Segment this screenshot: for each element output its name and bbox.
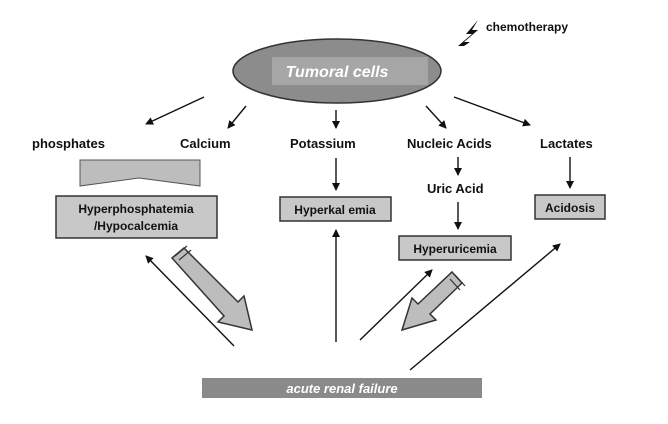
arrow-to-calcium [227,105,247,129]
nucleic-acids-label: Nucleic Acids [407,136,492,151]
acute-renal-failure-label: acute renal failure [286,381,397,396]
arrow-to-lactates [453,96,531,127]
acute-renal-failure-bar [202,378,482,398]
merge-chevron-shape [79,159,201,187]
lactates-label: Lactates [540,136,593,151]
calcium-label: Calcium [180,136,231,151]
tumoral-cells-inner-band [272,57,428,85]
hyperkalemia-label: Hyperkal emia [294,203,376,217]
hyperphosphatemia-label: Hyperphosphatemia [78,202,194,216]
tumoral-cells-label: Tumoral cells [286,64,389,81]
big-arrow-phosphate-to-renal [170,245,254,332]
potassium-label: Potassium [290,136,356,151]
arrow-renal-to-acidosis [409,243,561,371]
arrow-to-nucleic-acids [425,105,447,129]
hyperuricemia-box [398,235,512,261]
uric-acid-label: Uric Acid [427,181,484,196]
arrow-renal-to-hyperuricemia [359,269,433,341]
chemotherapy-label: chemotherapy [486,20,568,34]
hypocalcemia-label: /Hypocalcemia [94,219,178,233]
acidosis-box [534,194,606,220]
phosphates-label: phosphates [32,136,105,151]
hyperphosphatemia-box [55,195,218,239]
hyperkalemia-box [279,196,392,222]
acidosis-label: Acidosis [545,201,595,215]
lightning-bolt-icon [446,20,478,58]
arrow-renal-to-hyperphosphatemia [145,255,235,347]
arrow-to-phosphates [145,96,205,125]
big-arrow-urate-to-renal [400,270,466,332]
hyperuricemia-label: Hyperuricemia [413,242,497,256]
